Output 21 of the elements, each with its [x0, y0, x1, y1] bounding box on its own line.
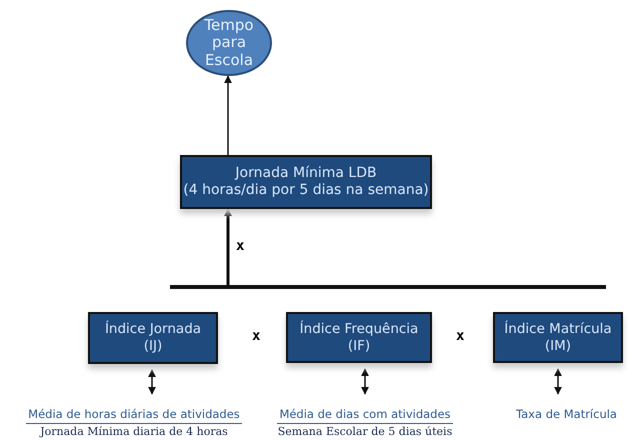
numerator-text: Taxa de Matrícula	[516, 407, 617, 421]
arrow	[361, 368, 369, 395]
multiply-sign: x	[252, 328, 260, 344]
arrow	[224, 75, 232, 155]
denominator-text: Jornada Mínima diaria de 4 horas	[40, 424, 228, 438]
process-box: Índice Frequência (IF)	[286, 312, 432, 363]
numerator-text: Média de dias com atividades	[277, 406, 453, 424]
process-box: Índice Matrícula (IM)	[493, 312, 623, 363]
arrow	[224, 208, 232, 285]
ellipse-node: Tempo para Escola	[186, 10, 272, 76]
box-text: Jornada Mínima LDB	[235, 164, 377, 182]
denominator-text: Semana Escolar de 5 dias úteis	[278, 424, 452, 438]
arrow	[554, 368, 562, 395]
box-text: (4 horas/dia por 5 dias na semana)	[183, 182, 429, 200]
multiply-sign: x	[456, 328, 464, 344]
process-box	[180, 155, 432, 209]
arrow	[148, 369, 156, 395]
horizontal-bar	[170, 285, 606, 289]
process-box: Índice Jornada (IJ)	[88, 312, 218, 364]
numerator-text: Média de horas diárias de atividades	[26, 406, 242, 424]
multiply-sign: x	[236, 238, 244, 254]
